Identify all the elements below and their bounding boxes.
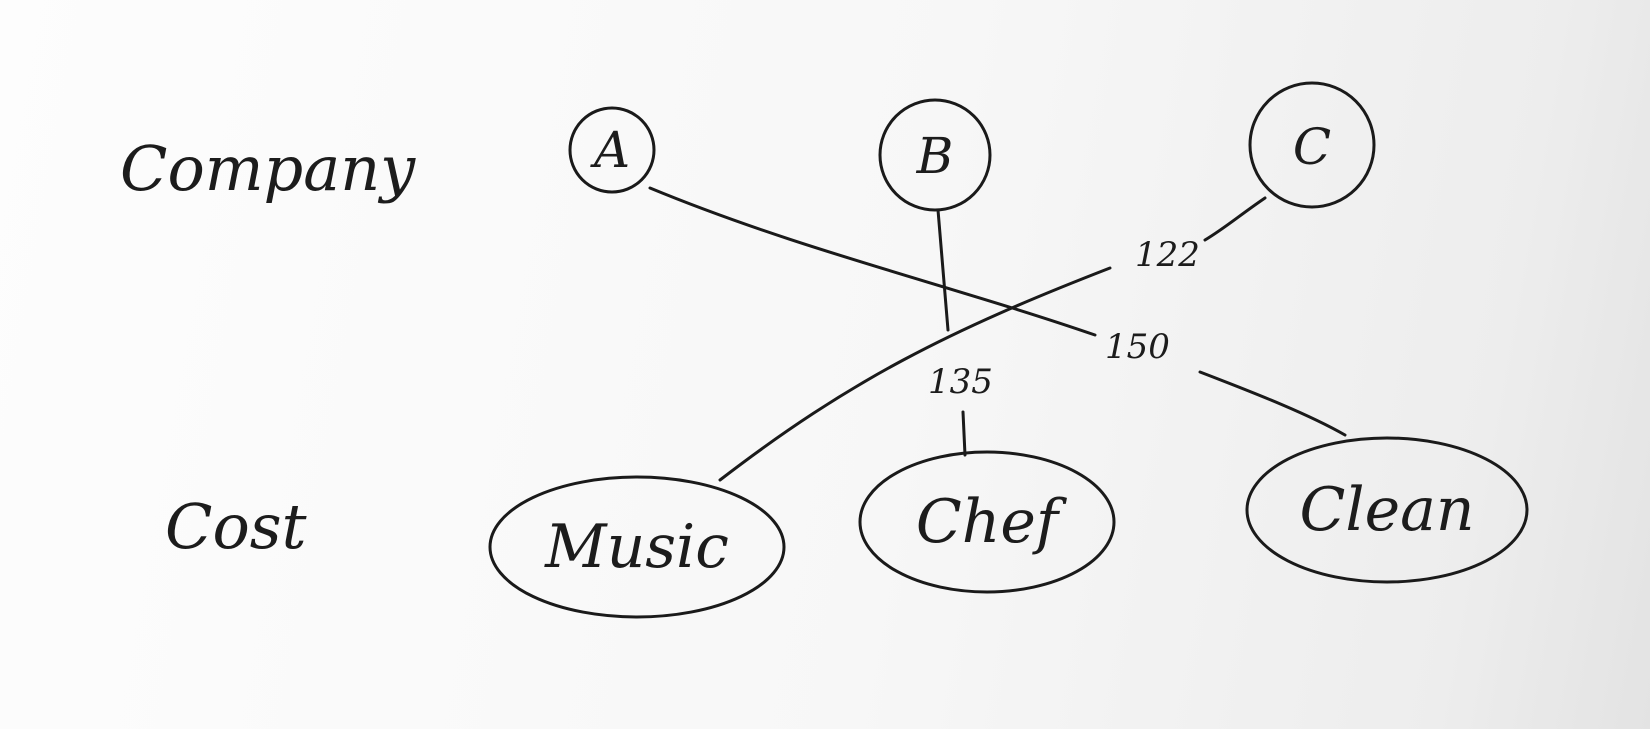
cost-row-label: Cost (165, 490, 307, 563)
cost-node-chef-ellipse (858, 450, 1116, 594)
edge-c-music-weight: 122 (1135, 235, 1200, 275)
edge-a-clean-upper (648, 186, 1097, 337)
company-node-b-label: B (916, 127, 954, 185)
company-node-c-label: C (1293, 118, 1331, 176)
edge-c-music-upper (1203, 196, 1267, 242)
edge-b-chef-upper (936, 208, 950, 332)
cost-node-music-label: Music (544, 512, 729, 582)
edge-c-music-lower (718, 266, 1112, 482)
company-node-a-circle (568, 106, 656, 194)
edge-a-clean-lower (1198, 370, 1347, 437)
company-node-b: B (878, 98, 992, 212)
cost-node-chef-label: Chef (916, 487, 1068, 557)
cost-node-chef: Chef (858, 450, 1116, 594)
company-node-a-label: A (590, 121, 630, 179)
company-node-a: A (568, 106, 656, 194)
company-node-c-circle (1248, 81, 1376, 209)
cost-node-clean-ellipse (1245, 436, 1529, 584)
edge-b-chef-weight: 135 (928, 362, 993, 402)
company-node-c: C (1248, 81, 1376, 209)
company-node-b-circle (878, 98, 992, 212)
cost-node-music: Music (488, 475, 786, 619)
edge-a-clean-weight: 150 (1105, 327, 1170, 367)
cost-node-music-ellipse (488, 475, 786, 619)
edge-b-chef-lower (961, 410, 967, 457)
cost-node-clean: Clean (1245, 436, 1529, 584)
company-row-label: Company (120, 132, 416, 205)
cost-node-clean-label: Clean (1299, 475, 1474, 545)
